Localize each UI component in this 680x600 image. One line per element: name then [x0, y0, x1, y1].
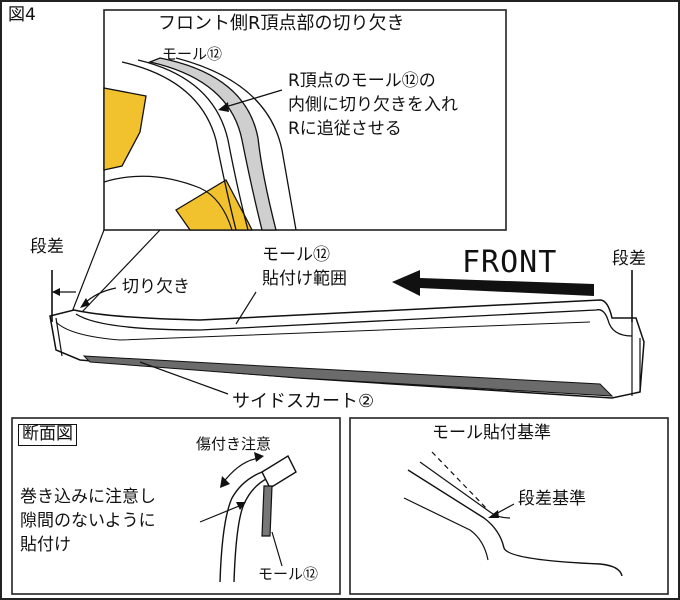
ref-dashed-guide	[431, 451, 487, 509]
skirt-lower-strip	[82, 355, 614, 397]
notch-pointer-line	[221, 89, 283, 109]
skirt-body	[49, 299, 645, 399]
caution-arrow-1	[220, 476, 230, 488]
section-cap	[261, 455, 297, 489]
front-arrow	[392, 270, 594, 296]
mold-line	[75, 309, 633, 337]
arc-3	[175, 57, 297, 231]
section-instruction-leader	[199, 503, 245, 523]
zoom-line-2	[81, 229, 161, 313]
reference-step-label: 段差基準	[518, 489, 586, 509]
mold-range-line-2: 貼付け範囲	[262, 269, 347, 289]
skirt-end-left	[55, 317, 63, 357]
skirt-end-right	[631, 320, 641, 396]
detail-top-box	[103, 9, 507, 231]
mold-range-line-1: モール⑫	[262, 245, 330, 265]
front-label: FRONT	[462, 245, 558, 280]
cross-section-instruction-3: 貼付け	[20, 535, 71, 555]
arc-inner	[103, 175, 233, 231]
cross-section-title: 断面図	[18, 424, 77, 446]
notch-pointer-arrow	[218, 102, 229, 112]
detail-top-mold-label: モール⑫	[162, 45, 223, 63]
yellow-block-upper	[103, 87, 147, 171]
zoom-line-1	[71, 229, 105, 313]
caution-arrow-2	[254, 452, 264, 462]
skirt-top-line	[55, 321, 591, 341]
section-inner	[261, 485, 273, 537]
ref-panel-line-2	[403, 497, 489, 561]
arc-1	[121, 61, 237, 231]
detail-top-instruction-1: R頂点のモール⑫の	[288, 71, 436, 91]
notch-leader	[83, 287, 117, 305]
detail-top-title: フロント側R頂点部の切り欠き	[158, 13, 405, 34]
ref-step-arrow	[488, 510, 499, 518]
cross-section-instruction-2: 隙間のないように	[20, 511, 156, 531]
detail-top-instruction-3: Rに追従させる	[288, 119, 402, 139]
section-instruction-arrow	[236, 502, 246, 510]
step-left-arrow	[52, 288, 60, 296]
side-skirt-leader	[139, 361, 229, 395]
reference-box	[349, 417, 669, 595]
step-right-label: 段差	[612, 249, 646, 269]
section-mold-leader	[271, 531, 283, 567]
notch-leader-arrow	[80, 298, 90, 308]
cross-section-mold-label: モール⑫	[258, 565, 319, 583]
cross-section-caution: 傷付き注意	[196, 435, 272, 453]
cross-section-instruction-1: 巻き込みに注意し	[20, 487, 156, 507]
step-left-label: 段差	[30, 237, 64, 257]
arc-2	[137, 59, 249, 231]
side-skirt-drawing	[49, 270, 645, 399]
side-skirt-label: サイドスカート②	[232, 391, 375, 412]
reference-title: モール貼付基準	[432, 423, 551, 443]
figure-number: 図4	[8, 5, 36, 25]
ref-panel-line	[407, 469, 623, 577]
notch-label: 切り欠き	[122, 277, 190, 297]
mold-range-leader	[235, 291, 257, 325]
detail-top-instruction-2: 内側に切り欠きを入れ	[288, 95, 458, 115]
cross-section-box	[11, 417, 341, 595]
